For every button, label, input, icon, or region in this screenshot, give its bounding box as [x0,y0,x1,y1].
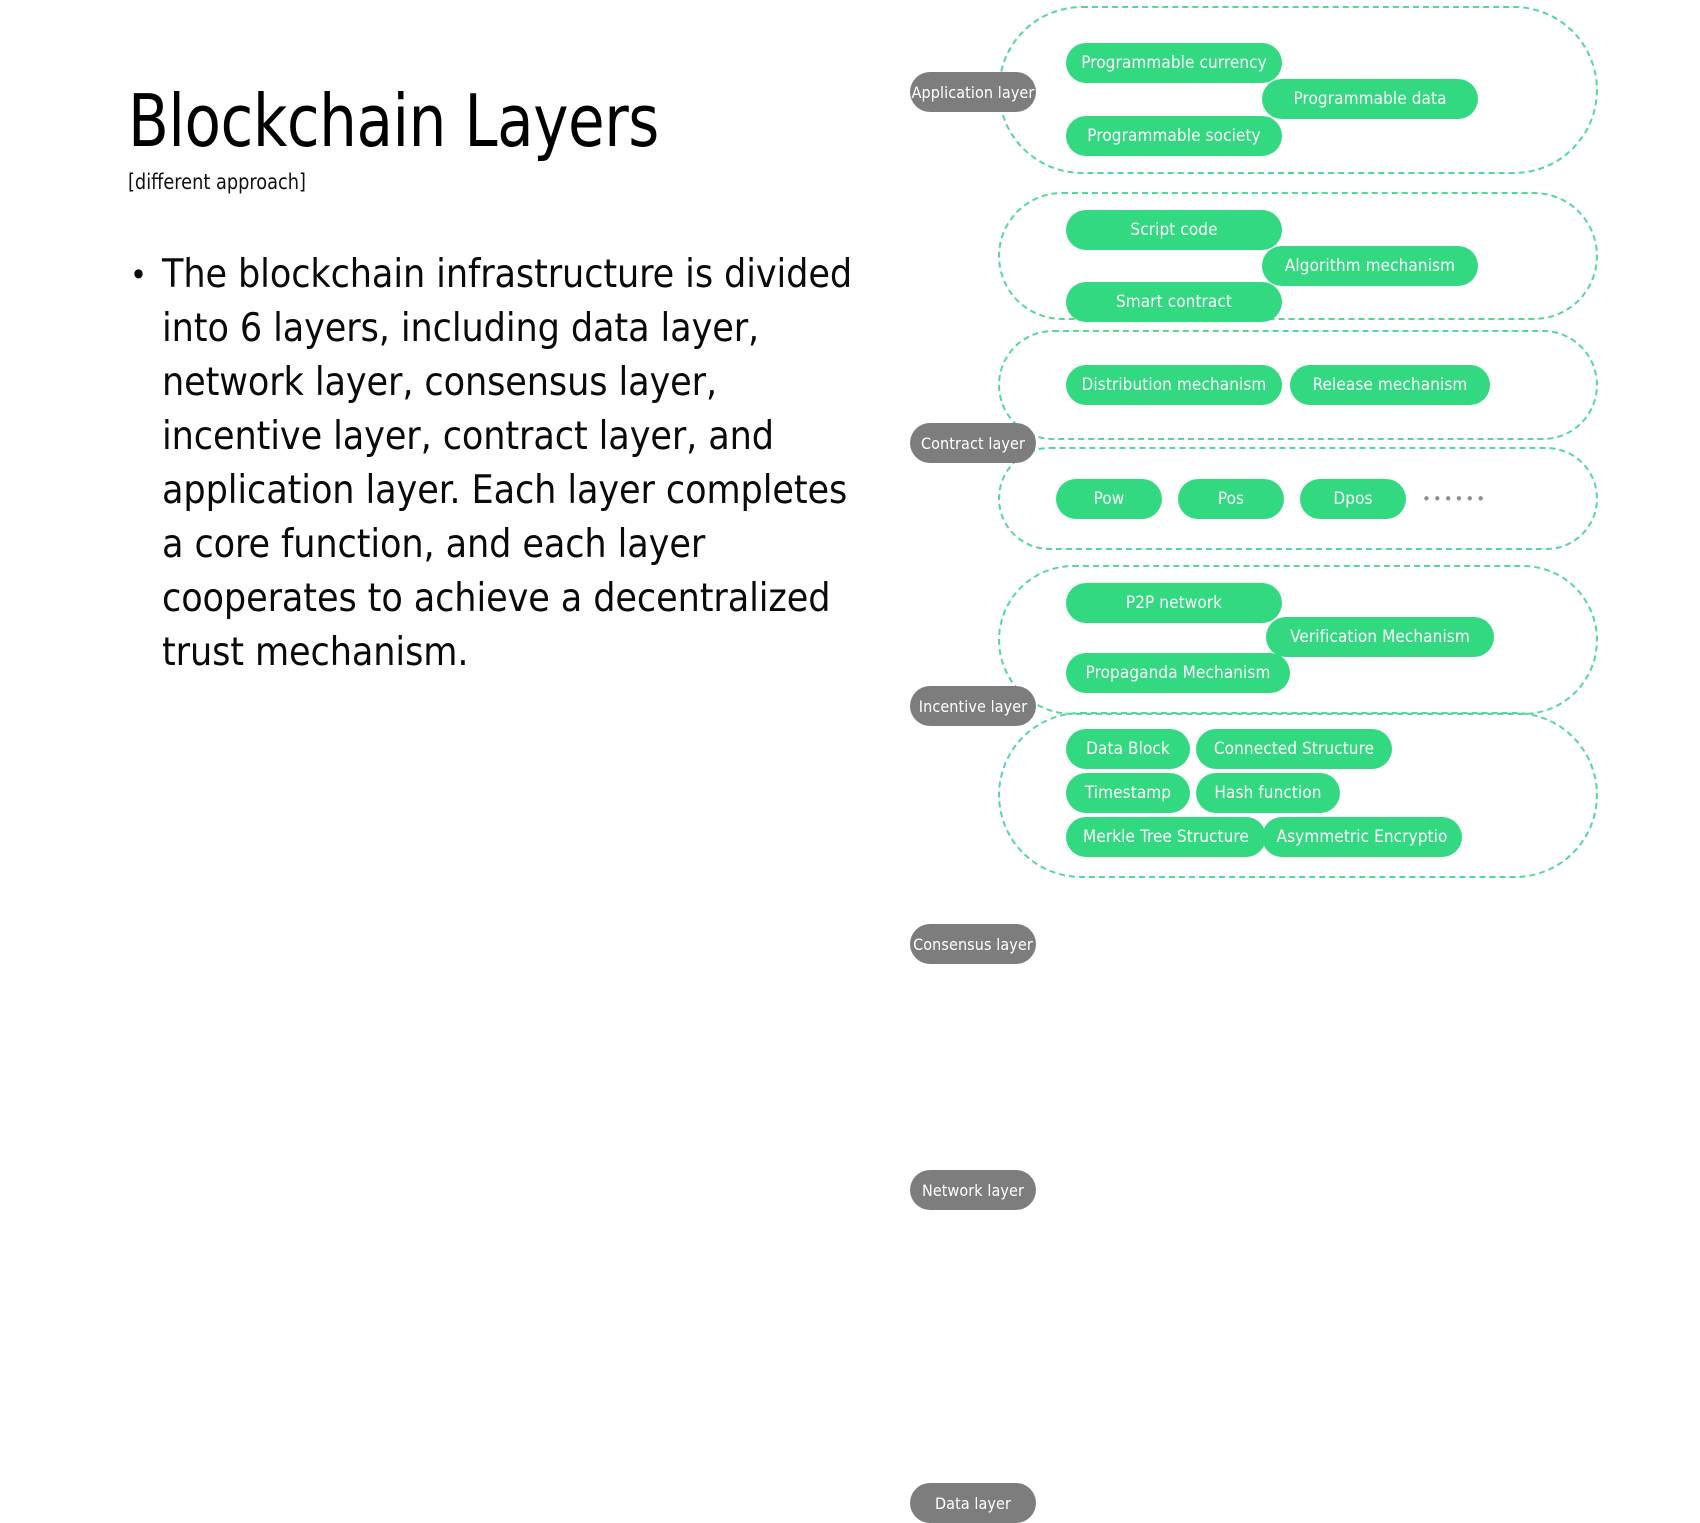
slide-text-column: Blockchain Layers [different approach] T… [0,0,900,996]
node-programmable-currency[interactable]: Programmable currency [1066,43,1282,83]
node-release-mechanism[interactable]: Release mechanism [1290,365,1490,405]
node-smart-contract[interactable]: Smart contract [1066,282,1282,322]
node-data-block[interactable]: Data Block [1066,729,1190,769]
node-asymmetric-encryption[interactable]: Asymmetric Encryptio [1262,817,1462,857]
layer-shell-contract [998,192,1598,320]
layer-shell-data [998,712,1598,878]
layer-label-network[interactable]: Network layer [910,1170,1036,1210]
body-bullet-list: The blockchain infrastructure is divided… [128,248,868,680]
layer-group-contract: Contract layer Script code Algorithm mec… [900,192,1700,463]
node-pow[interactable]: Pow [1056,479,1162,519]
node-distribution-mechanism[interactable]: Distribution mechanism [1066,365,1282,405]
layer-label-data[interactable]: Data layer [910,1483,1036,1523]
consensus-ellipsis-icon: •••••• [1422,490,1488,508]
layer-group-consensus: Consensus layer Pow Pos Dpos •••••• [900,447,1700,964]
node-p2p-network[interactable]: P2P network [1066,583,1282,623]
node-propaganda-mechanism[interactable]: Propaganda Mechanism [1066,653,1290,693]
layer-label-incentive[interactable]: Incentive layer [910,686,1036,726]
layer-label-consensus[interactable]: Consensus layer [910,924,1036,964]
layer-shell-consensus [998,447,1598,550]
layer-group-data: Data layer Data Block Connected Structur… [900,712,1700,1523]
node-merkle-tree-structure[interactable]: Merkle Tree Structure [1066,817,1266,857]
layer-group-application: Application layer Programmable currency … [900,6,1700,182]
node-algorithm-mechanism[interactable]: Algorithm mechanism [1262,246,1478,286]
layer-label-application[interactable]: Application layer [910,72,1036,112]
node-pos[interactable]: Pos [1178,479,1284,519]
node-connected-structure[interactable]: Connected Structure [1196,729,1392,769]
node-script-code[interactable]: Script code [1066,210,1282,250]
body-bullet-item: The blockchain infrastructure is divided… [128,248,868,680]
node-timestamp[interactable]: Timestamp [1066,773,1190,813]
node-programmable-data[interactable]: Programmable data [1262,79,1478,119]
node-hash-function[interactable]: Hash function [1196,773,1340,813]
node-dpos[interactable]: Dpos [1300,479,1406,519]
node-programmable-society[interactable]: Programmable society [1066,116,1282,156]
layer-group-incentive: Incentive layer Distribution mechanism R… [900,330,1700,726]
page-title: Blockchain Layers [128,79,659,163]
node-verification-mechanism[interactable]: Verification Mechanism [1266,617,1494,657]
page-subtitle: [different approach] [128,170,306,194]
layer-label-contract[interactable]: Contract layer [910,423,1036,463]
blockchain-layers-diagram: Application layer Programmable currency … [900,0,1700,1523]
layer-shell-incentive [998,330,1598,440]
